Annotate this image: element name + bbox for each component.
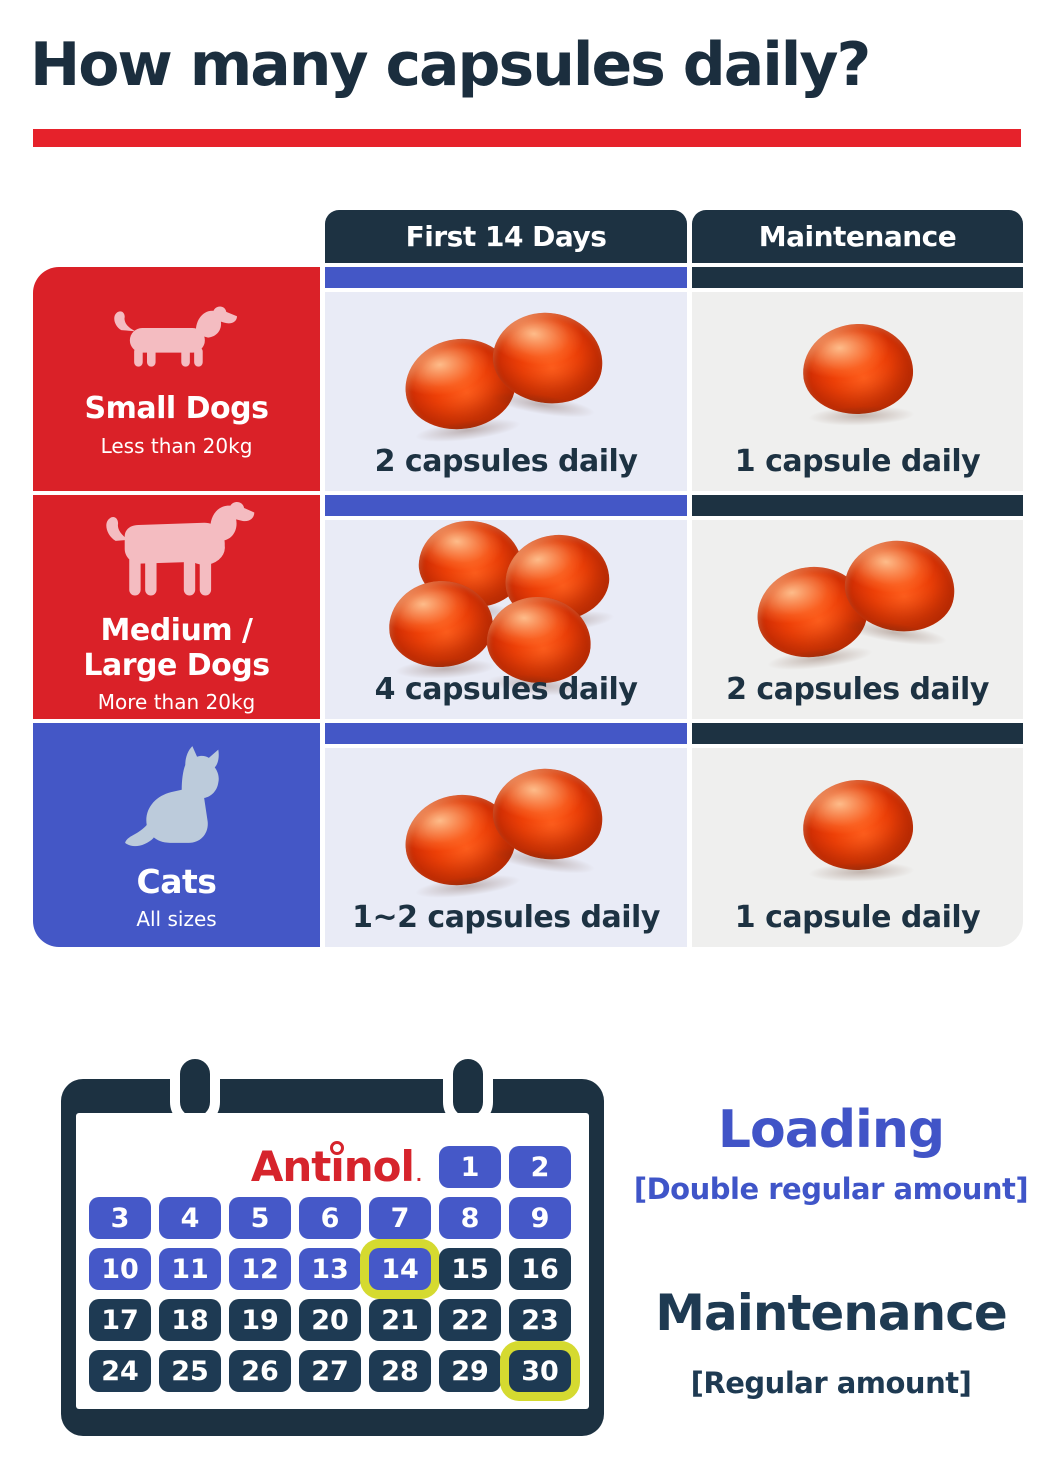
cell-body: 1~2 capsules daily	[325, 748, 687, 947]
page-title: How many capsules daily?	[30, 30, 871, 100]
calendar-day-1: 1	[439, 1146, 501, 1188]
calendar-day-13: 13	[299, 1248, 361, 1290]
table-corner-spacer	[33, 210, 320, 263]
calendar-day-28: 28	[369, 1350, 431, 1392]
category-size: More than 20kg	[97, 690, 256, 714]
cell-small-dogs-first14: 2 capsules daily	[325, 267, 687, 491]
category-card-medium-large-dogs: Medium / Large Dogs More than 20kg	[33, 495, 320, 719]
loading-phase-title: Loading	[717, 1100, 945, 1160]
cell-accent-bar	[692, 267, 1023, 288]
cell-medium-large-dogs-first14: 4 capsules daily	[325, 495, 687, 719]
capsule-image-group	[751, 532, 961, 663]
calendar-day-30: 30	[509, 1350, 571, 1392]
cell-cats-maintenance: 1 capsule daily	[692, 723, 1023, 947]
category-name: Cats	[136, 861, 217, 901]
cell-accent-bar	[692, 495, 1023, 516]
dose-label: 2 capsules daily	[726, 672, 989, 707]
calendar-day-21: 21	[369, 1299, 431, 1341]
maintenance-phase-title: Maintenance	[655, 1284, 1008, 1342]
cell-body: 2 capsules daily	[325, 292, 687, 491]
dosage-table: First 14 Days Maintenance Small Do	[33, 210, 1023, 947]
capsule-image-group	[799, 320, 917, 420]
calendar-day-9: 9	[509, 1197, 571, 1239]
calendar-day-26: 26	[229, 1350, 291, 1392]
dachshund-icon	[102, 300, 252, 386]
phase-legend: Loading [Double regular amount] Maintena…	[622, 1100, 1040, 1400]
calendar-day-3: 3	[89, 1197, 151, 1239]
category-size: Less than 20kg	[100, 433, 253, 458]
maintenance-phase-subtitle: [Regular amount]	[690, 1366, 972, 1400]
calendar-day-25: 25	[159, 1350, 221, 1392]
dose-label: 2 capsules daily	[374, 444, 638, 479]
calendar-day-7: 7	[369, 1197, 431, 1239]
cell-cats-first14: 1~2 capsules daily	[325, 723, 687, 947]
loading-phase-subtitle: [Double regular amount]	[633, 1172, 1029, 1206]
category-name: Medium / Large Dogs	[83, 613, 270, 683]
calendar-day-20: 20	[299, 1299, 361, 1341]
antinol-logo-ring-i: ı	[330, 1142, 344, 1191]
calendar-day-12: 12	[229, 1248, 291, 1290]
dose-label: 1 capsule daily	[734, 444, 981, 479]
cell-body: 1 capsule daily	[692, 748, 1023, 947]
cat-icon	[118, 739, 236, 857]
calendar-day-18: 18	[159, 1299, 221, 1341]
calendar-day-22: 22	[439, 1299, 501, 1341]
cell-accent-bar	[325, 723, 687, 744]
calendar-day-5: 5	[229, 1197, 291, 1239]
capsule-image-group	[399, 760, 610, 891]
calendar-day-15: 15	[439, 1248, 501, 1290]
dose-label: 4 capsules daily	[374, 672, 638, 707]
category-card-cats: Cats All sizes	[33, 723, 320, 947]
antinol-logo-text: nol	[343, 1142, 415, 1191]
cell-body: 1 capsule daily	[692, 292, 1023, 491]
large-dog-icon	[97, 500, 257, 608]
category-card-small-dogs: Small Dogs Less than 20kg	[33, 267, 320, 491]
capsule-image-group	[399, 304, 610, 435]
calendar-day-8: 8	[439, 1197, 501, 1239]
calendar-day-10: 10	[89, 1248, 151, 1290]
cell-body: 2 capsules daily	[692, 520, 1023, 719]
capsule-image-group	[386, 514, 625, 693]
calendar-day-29: 29	[439, 1350, 501, 1392]
cell-body: 4 capsules daily	[325, 514, 687, 719]
category-size: All sizes	[136, 907, 217, 932]
cell-small-dogs-maintenance: 1 capsule daily	[692, 267, 1023, 491]
dose-label: 1~2 capsules daily	[352, 900, 660, 935]
cell-accent-bar	[325, 495, 687, 516]
calendar-day-11: 11	[159, 1248, 221, 1290]
category-name: Small Dogs	[84, 391, 269, 427]
calendar-day-2: 2	[509, 1146, 571, 1188]
column-header-first-14-days: First 14 Days	[325, 210, 687, 263]
calendar-day-19: 19	[229, 1299, 291, 1341]
capsule-image-group	[799, 776, 917, 876]
column-header-maintenance: Maintenance	[692, 210, 1023, 263]
title-underline	[33, 129, 1021, 147]
cell-medium-large-dogs-maintenance: 2 capsules daily	[692, 495, 1023, 719]
calendar-day-14: 14	[369, 1248, 431, 1290]
calendar-day-17: 17	[89, 1299, 151, 1341]
calendar-day-24: 24	[89, 1350, 151, 1392]
calendar-day-16: 16	[509, 1248, 571, 1290]
calendar-day-23: 23	[509, 1299, 571, 1341]
calendar-day-6: 6	[299, 1197, 361, 1239]
cell-accent-bar	[325, 267, 687, 288]
antinol-logo-trademark-dot: .	[415, 1166, 422, 1185]
cell-accent-bar	[692, 723, 1023, 744]
antinol-logo-text: Ant	[250, 1142, 331, 1191]
calendar-day-27: 27	[299, 1350, 361, 1392]
dose-label: 1 capsule daily	[734, 900, 981, 935]
calendar-day-4: 4	[159, 1197, 221, 1239]
